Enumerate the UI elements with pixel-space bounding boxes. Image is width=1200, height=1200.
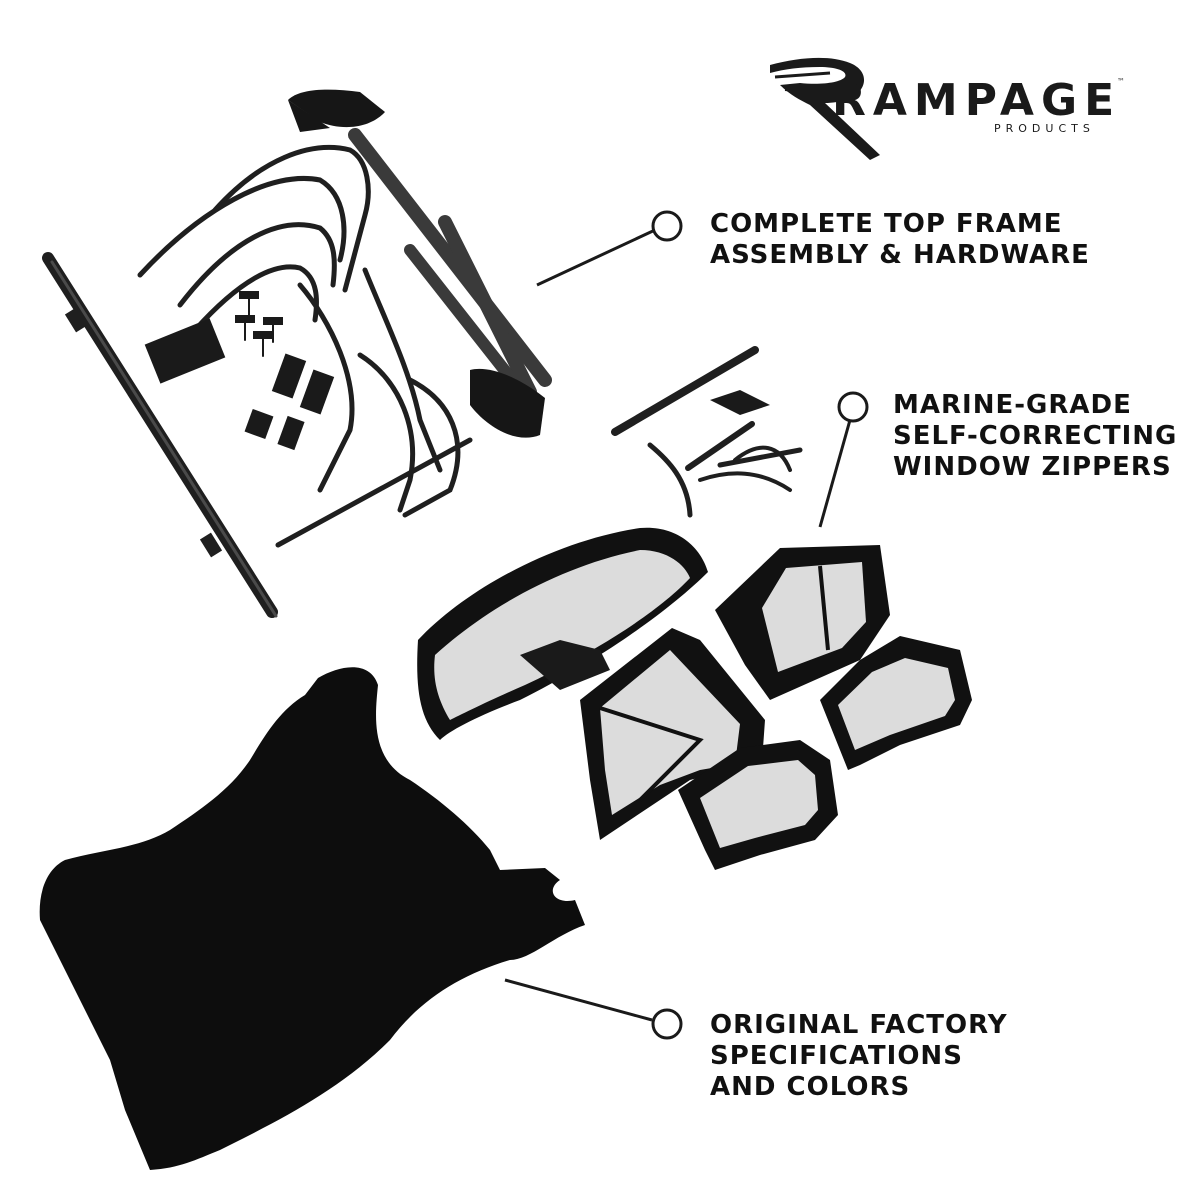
callout-line: SPECIFICATIONS (710, 1041, 963, 1071)
callout-ring-icon (651, 1008, 683, 1040)
curved-bow-3 (177, 222, 337, 308)
curved-bow-4 (192, 264, 319, 333)
callout-line: ORIGINAL FACTORY (710, 1010, 1008, 1040)
callout-line: AND COLORS (710, 1072, 911, 1102)
thumb-screws (235, 291, 283, 357)
callout-line: ASSEMBLY & HARDWARE (710, 240, 1090, 270)
callout-frame-assembly: COMPLETE TOP FRAME ASSEMBLY & HARDWARE (710, 209, 1090, 271)
callout-line: SELF-CORRECTING (893, 421, 1178, 451)
callout-markers (504, 210, 869, 1040)
rear-frame-parts (611, 346, 803, 518)
callout-ring-icon (651, 210, 683, 242)
lower-rail (275, 437, 473, 548)
top-frame-parts (42, 89, 552, 618)
side-rail-1 (297, 282, 355, 493)
side-rail-4 (402, 377, 461, 518)
rear-window-panel (417, 527, 708, 740)
brand-trademark: ™ (1117, 77, 1125, 86)
rampage-logo-mark (770, 57, 880, 160)
bow-fabric-top (288, 89, 385, 128)
padded-bow-1 (348, 128, 552, 387)
callout-line: MARINE-GRADE (893, 390, 1132, 420)
bow-fabric-bottom (470, 368, 545, 438)
curved-bow-1 (212, 145, 371, 293)
brand-name: RAMPAGE (832, 75, 1122, 126)
callout-window-zippers: MARINE-GRADE SELF-CORRECTING WINDOW ZIPP… (893, 390, 1177, 483)
callout-ring-icon (837, 391, 869, 423)
padded-bow-2 (438, 215, 537, 399)
callout-factory-specs: ORIGINAL FACTORY SPECIFICATIONS AND COLO… (710, 1010, 1008, 1103)
hardware-bag (144, 318, 226, 384)
side-window-panels (580, 545, 972, 870)
brand-subtitle: PRODUCTS (994, 122, 1095, 135)
callout-line: WINDOW ZIPPERS (893, 452, 1172, 482)
soft-top-fabric (39, 667, 586, 1170)
callout-line: COMPLETE TOP FRAME (710, 209, 1063, 239)
side-rail-2 (362, 267, 443, 473)
padded-bow-3 (404, 244, 534, 406)
rampage-logo: RAMPAGE ™ PRODUCTS (770, 55, 1150, 165)
brackets (244, 353, 335, 451)
curved-bow-2 (137, 176, 347, 278)
